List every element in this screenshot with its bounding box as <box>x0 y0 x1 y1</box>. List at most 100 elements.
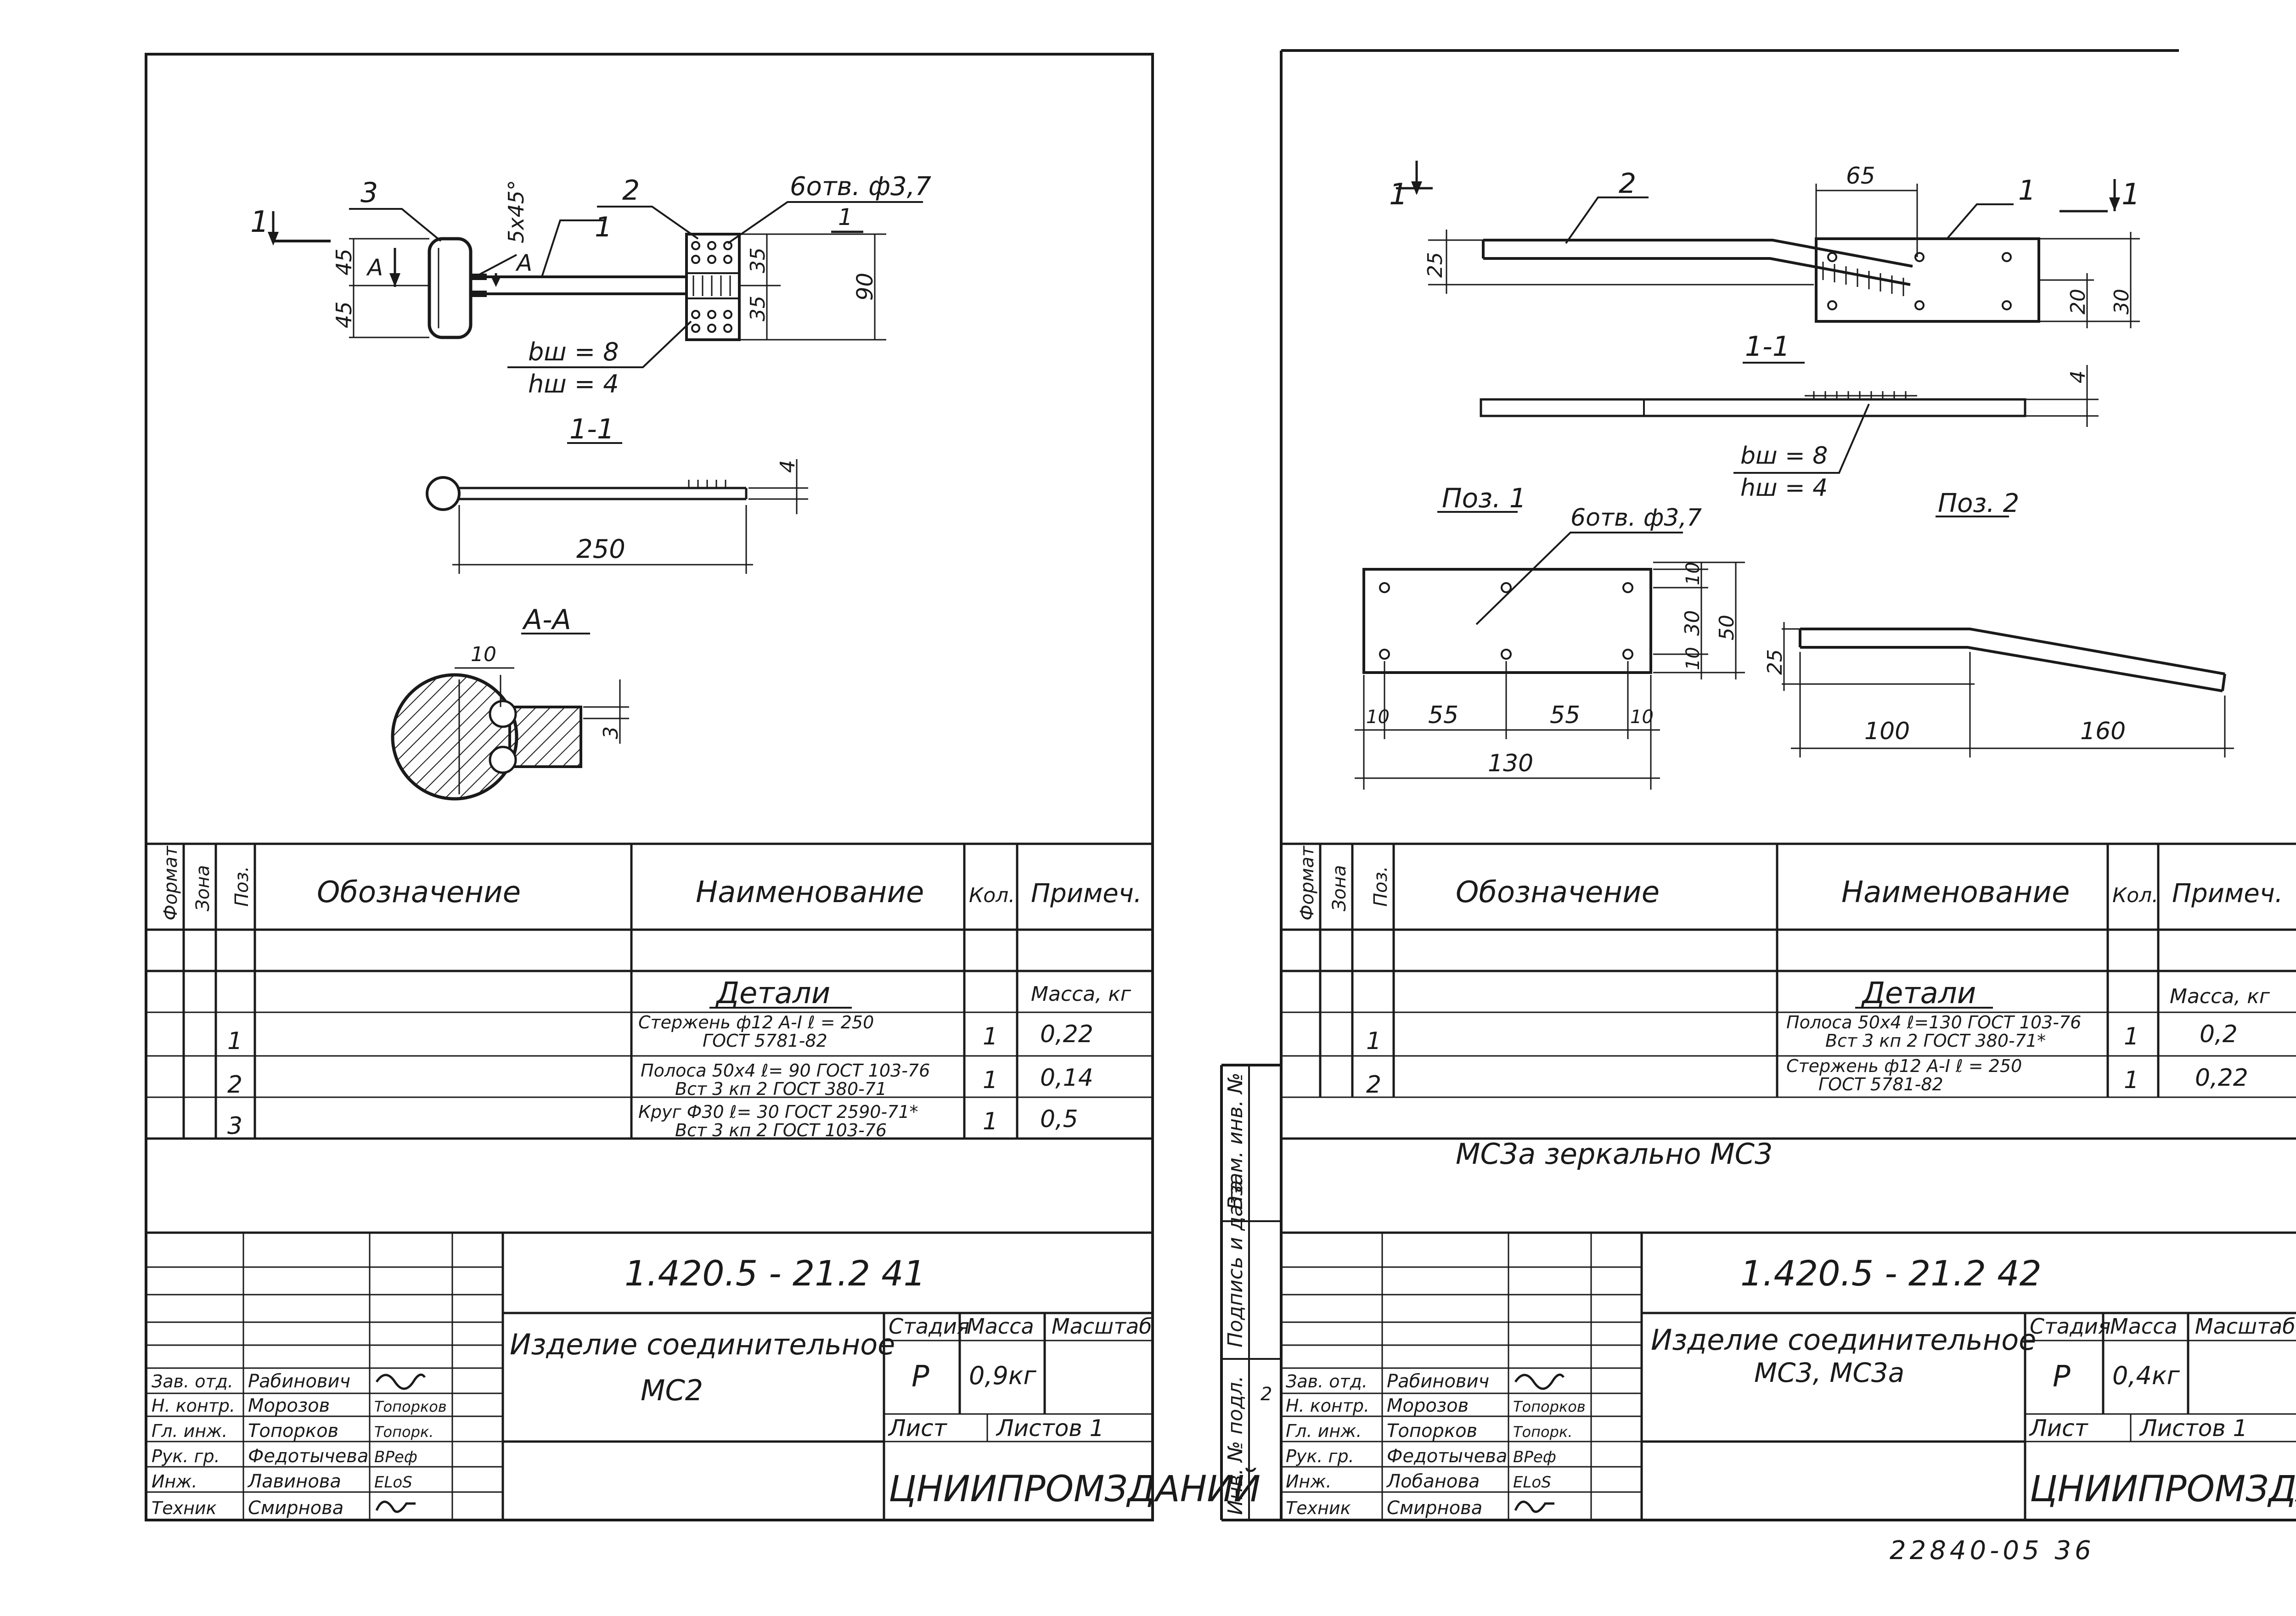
stage-value: Р <box>912 1360 929 1394</box>
spec-col-designation: Обозначение <box>317 875 521 909</box>
left-main-view: 1 <box>250 172 931 398</box>
plate-pos2 <box>685 233 741 341</box>
section-1-1-title: 1-1 <box>569 413 614 445</box>
spec-row-name1: Стержень ф12 А-I ℓ = 250 <box>638 1012 874 1032</box>
staff-signature: Топорк. <box>374 1423 433 1441</box>
cut-label-1: 1 <box>250 205 269 239</box>
product-mark: МС2 <box>641 1374 703 1407</box>
organization: ЦНИИПРОМЗДАНИЙ <box>889 1467 1261 1510</box>
staff-role: Инж. <box>152 1471 197 1492</box>
organization: ЦНИИПРОМЗДАНИЙ <box>2030 1467 2296 1510</box>
staff-role: Н. контр. <box>152 1396 235 1416</box>
dim-160: 160 <box>2080 718 2126 745</box>
weld-b: bш = 8 <box>528 337 619 366</box>
dim-50: 50 <box>1715 615 1739 640</box>
section-a-arrow-label: A <box>515 250 532 276</box>
dim-20: 20 <box>2066 289 2090 314</box>
staff-role: Гл. инж. <box>152 1421 227 1441</box>
dim-130: 130 <box>1488 750 1533 777</box>
mirror-note: МС3а зеркально МС3 <box>1456 1137 1773 1171</box>
spec-mass-label: Масса, кг <box>2170 985 2270 1008</box>
staff-name: Топорков <box>248 1420 338 1442</box>
staff-name: Смирнова <box>248 1498 343 1519</box>
section-a-a-title: A-A <box>522 604 571 636</box>
poz2-label: Поз. 2 <box>1938 488 2019 518</box>
staff-role: Инж. <box>1286 1471 1332 1492</box>
dim-65: 65 <box>1846 163 1875 189</box>
spec-mass-label: Масса, кг <box>1031 982 1131 1006</box>
mass-value: 0,4кг <box>2112 1361 2180 1390</box>
product-title: Изделие соединительное <box>1651 1323 2036 1357</box>
staff-name: Морозов <box>248 1395 330 1416</box>
staff-role: Техник <box>1286 1498 1351 1518</box>
left-section-1-1: 1-1 4 250 <box>426 413 808 574</box>
callout-holes: 6отв. ф3,7 <box>790 172 931 202</box>
staff-name: Морозов <box>1387 1395 1469 1416</box>
dim-10d: 10 <box>1630 707 1654 728</box>
dim-10: 10 <box>471 643 496 666</box>
doc-code: 1.420.5 - 21.2 42 <box>1740 1253 2042 1294</box>
doc-code: 1.420.5 - 21.2 41 <box>625 1253 926 1294</box>
left-title-block-lines <box>146 1231 1153 1520</box>
staff-name: Федотычева <box>248 1446 368 1467</box>
callout-chamfer: 5x45° <box>504 180 529 243</box>
spec-row-qty: 1 <box>983 1066 998 1094</box>
dim-55b: 55 <box>1550 701 1580 729</box>
dim-25: 25 <box>1424 252 1447 278</box>
side-label-replacement: Взам. инв. № <box>1224 1072 1247 1210</box>
staff-signature: Топорков <box>374 1398 447 1415</box>
staff-role: Зав. отд. <box>152 1371 233 1392</box>
signature-mark <box>1514 1373 1565 1390</box>
left-sheet: 1 <box>145 53 1261 1521</box>
spec-row-note: 0,5 <box>1040 1105 1078 1133</box>
signature-mark <box>375 1500 416 1513</box>
weld-h: hш = 4 <box>1740 474 1828 502</box>
spec-col-pos: Поз. <box>231 866 253 907</box>
stage-header: Стадия <box>2030 1314 2110 1339</box>
sheets-label: Листов 1 <box>2139 1415 2247 1442</box>
spec-group: Детали <box>1861 976 1976 1010</box>
staff-role: Зав. отд. <box>1286 1371 1367 1392</box>
scale-header: Масштаб <box>1052 1314 1152 1339</box>
spec-row-qty: 1 <box>2124 1066 2139 1094</box>
spec-row-qty: 1 <box>983 1108 998 1135</box>
staff-name: Смирнова <box>1387 1498 1482 1519</box>
dim-250: 250 <box>576 534 625 564</box>
left-sheet-frame <box>145 53 1154 1521</box>
mass-header: Масса <box>967 1314 1034 1339</box>
cut-label-right: 1 <box>838 204 853 230</box>
spec-row-pos: 1 <box>227 1027 242 1055</box>
spec-row-name1: Круг Ф30 ℓ= 30 ГОСТ 2590-71* <box>638 1102 918 1122</box>
spec-row-name2: Вст 3 кп 2 ГОСТ 103-76 <box>675 1120 887 1140</box>
dim-10b: 10 <box>1683 647 1704 670</box>
right-title-block: 1.420.5 - 21.2 42 Изделие соединительное… <box>1286 1253 2296 1519</box>
left-title-block: 1.420.5 - 21.2 41 Изделие соединительное… <box>152 1253 1261 1519</box>
round-head-pos3 <box>428 237 473 339</box>
callout-pos1: 1 <box>2018 174 2036 207</box>
staff-name: Лавинова <box>247 1471 341 1492</box>
staff-signature: ELoS <box>374 1473 412 1492</box>
sheet-label: Лист <box>888 1415 948 1442</box>
right-poz1-detail: Поз. 1 6отв. ф3,7 10 30 10 50 <box>1355 483 1745 790</box>
round-section <box>391 673 518 801</box>
document-archive-code: 22840-05 36 <box>1890 1536 2095 1566</box>
dim-45a: 45 <box>332 248 356 275</box>
staff-signature: Топорк. <box>1513 1423 1572 1441</box>
spec-col-pos: Поз. <box>1370 866 1391 907</box>
staff-name: Лобанова <box>1386 1471 1480 1492</box>
spec-row-name1: Полоса 50x4 ℓ=130 ГОСТ 103-76 <box>1786 1012 2081 1032</box>
spec-row-name2: Вст 3 кп 2 ГОСТ 380-71* <box>1825 1031 2046 1051</box>
signature-mark <box>375 1373 426 1390</box>
product-mark: МС3, МС3а <box>1754 1357 1904 1388</box>
mass-value: 0,9кг <box>969 1361 1036 1390</box>
product-title: Изделие соединительное <box>510 1328 895 1361</box>
spec-group: Детали <box>715 976 830 1010</box>
staff-signature: ВРеф <box>1513 1448 1556 1466</box>
staff-signature: ELoS <box>1513 1473 1551 1492</box>
staff-name: Федотычева <box>1387 1446 1507 1467</box>
right-main-view: 1 1 2 1 65 <box>1389 161 2140 328</box>
left-spec-headers: Формат Зона Поз. Обозначение Наименовани… <box>160 845 1142 920</box>
spec-col-note: Примеч. <box>2172 879 2283 909</box>
staff-name: Рабинович <box>248 1371 350 1392</box>
